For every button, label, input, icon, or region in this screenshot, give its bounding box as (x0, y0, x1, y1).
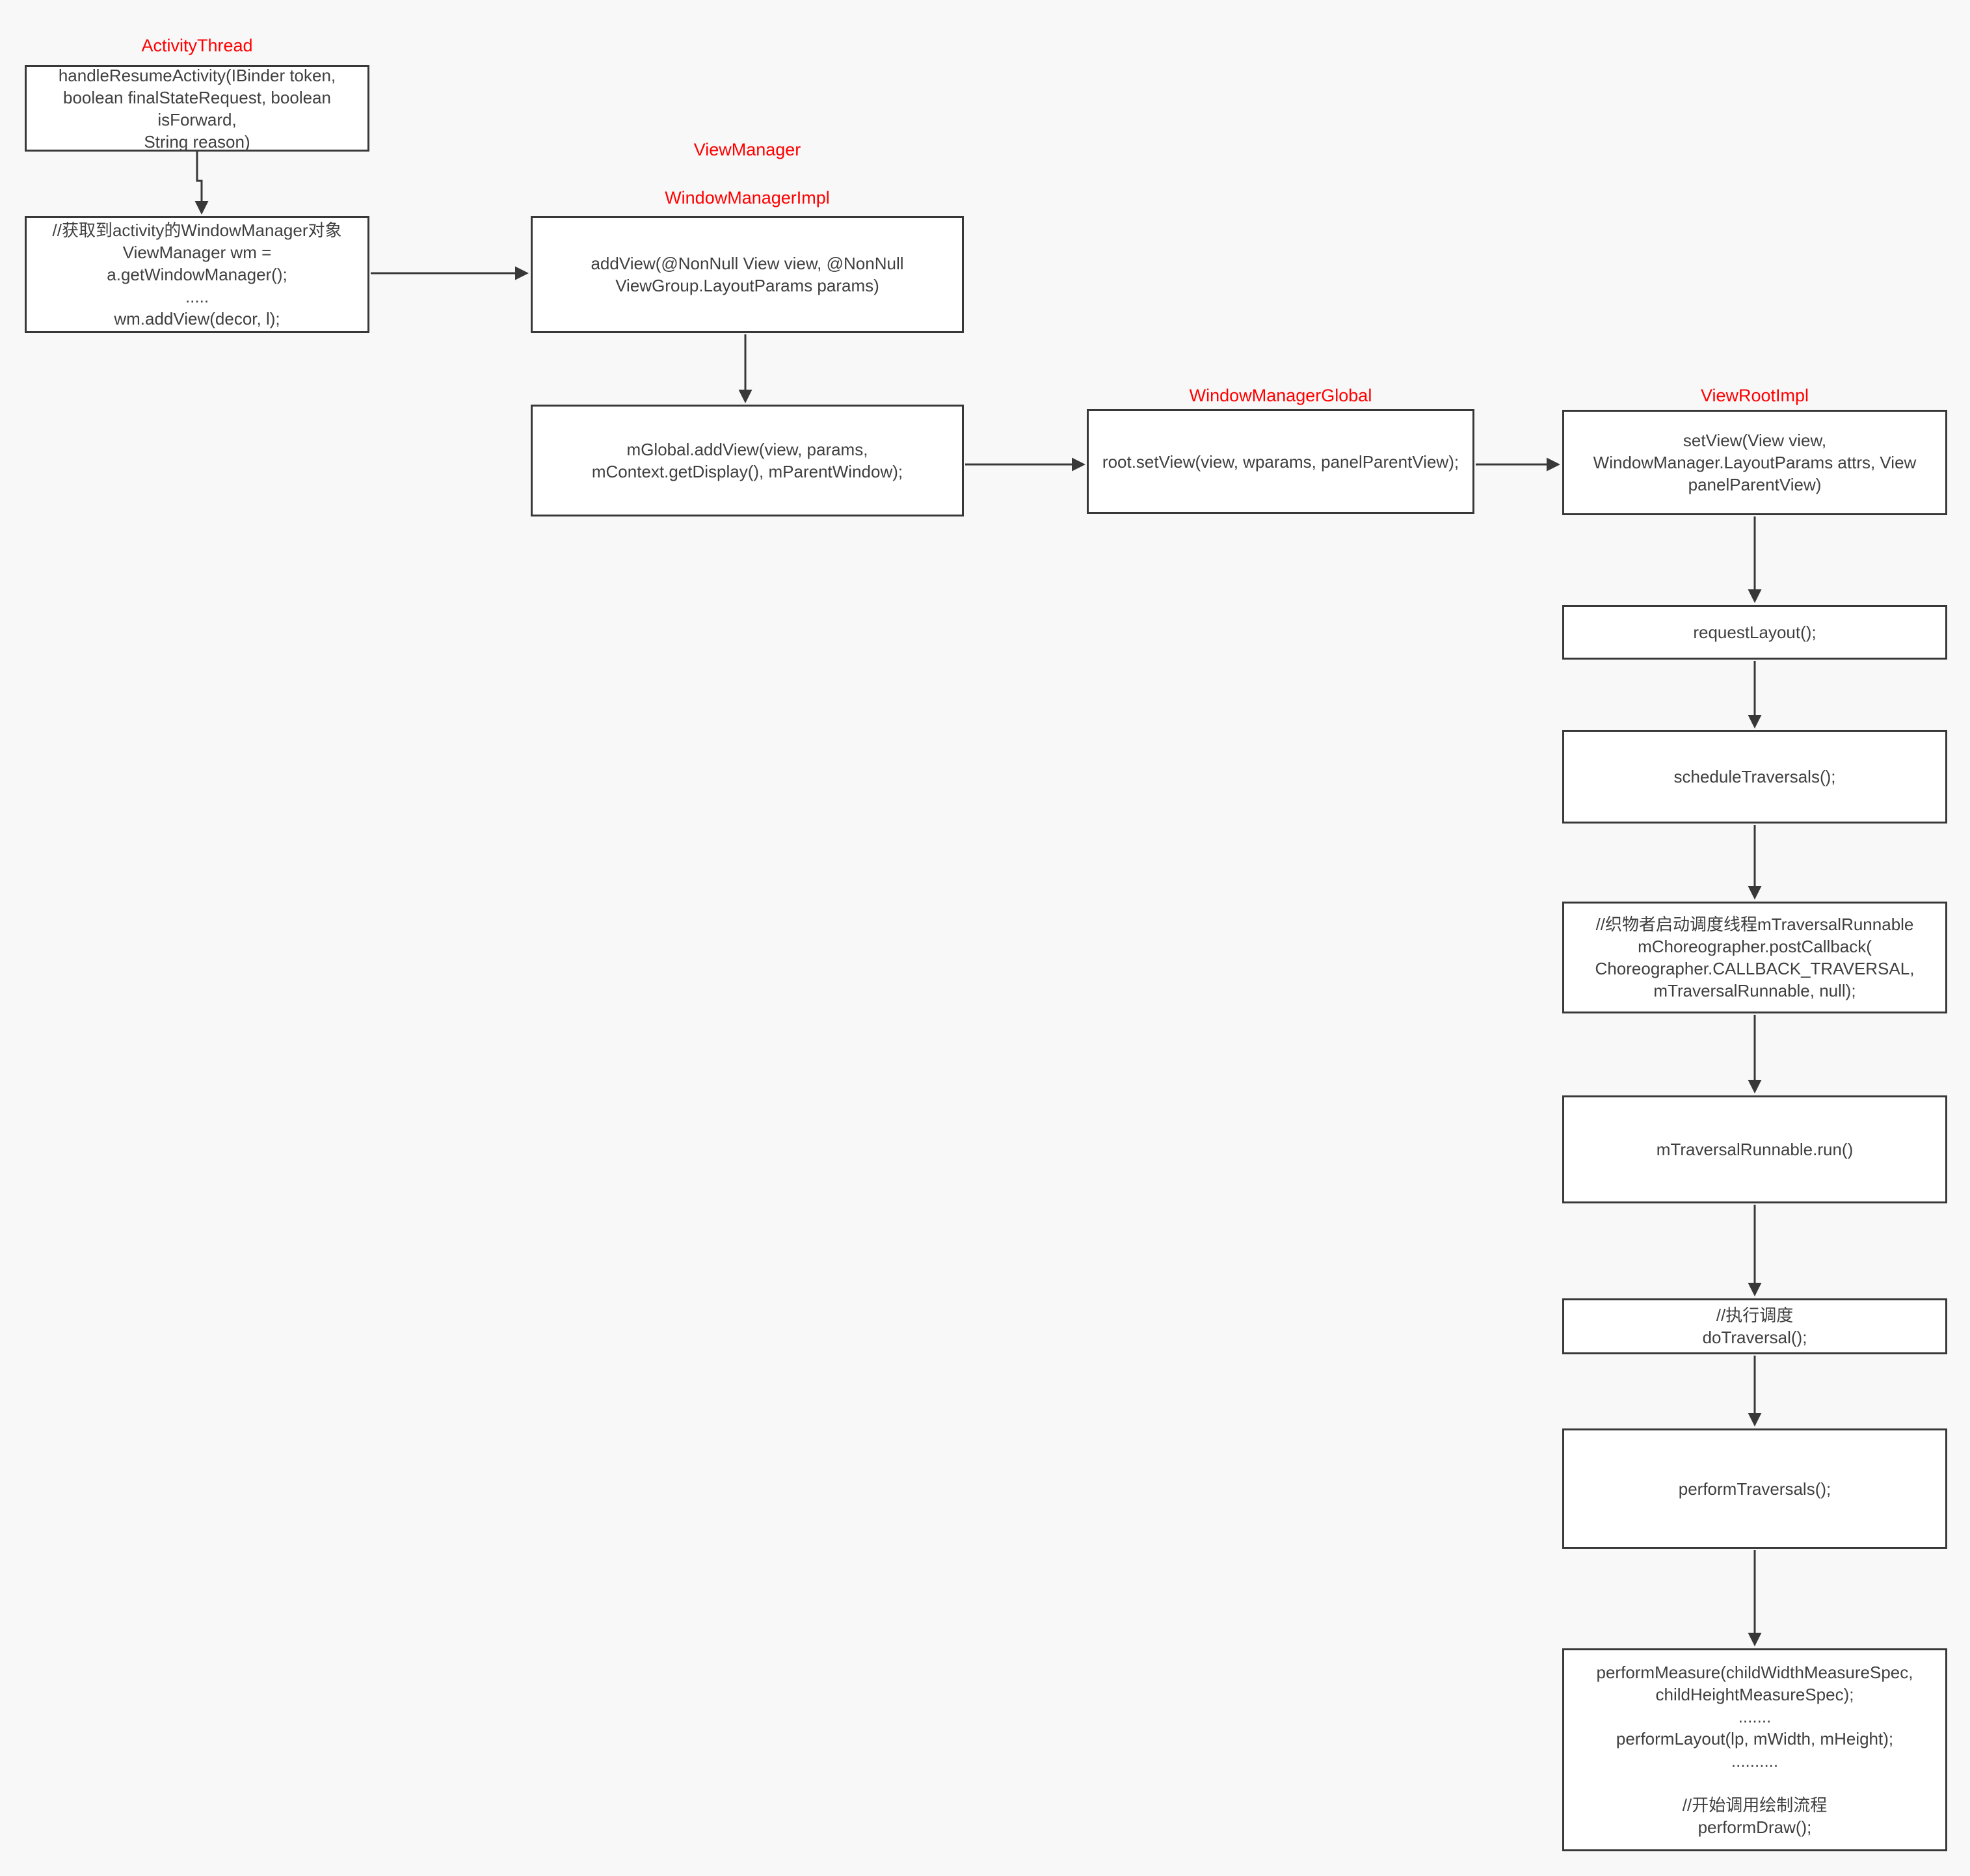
node-do-traversal: //执行调度 doTraversal(); (1562, 1298, 1947, 1354)
node-choreographer-post-callback: //织物者启动调度线程mTraversalRunnable mChoreogra… (1562, 902, 1947, 1013)
node-perform-traversals: performTraversals(); (1562, 1428, 1947, 1549)
node-set-view: setView(View view, WindowManager.LayoutP… (1562, 410, 1947, 515)
class-label-activity-thread: ActivityThread (141, 36, 253, 55)
node-traversal-runnable-run: mTraversalRunnable.run() (1562, 1095, 1947, 1203)
node-mglobal-add-view: mGlobal.addView(view, params, mContext.g… (531, 405, 964, 516)
node-handle-resume-activity: handleResumeActivity(IBinder token, bool… (25, 65, 369, 152)
class-label-view-manager: ViewManager (693, 140, 801, 159)
node-request-layout: requestLayout(); (1562, 605, 1947, 660)
class-label-window-manager-impl: WindowManagerImpl (665, 188, 830, 208)
arrow-handle-resume-to-get-window-manager (194, 152, 209, 215)
node-root-set-view: root.setView(view, wparams, panelParentV… (1087, 409, 1474, 514)
node-perform-measure-layout-draw: performMeasure(childWidthMeasureSpec, ch… (1562, 1648, 1947, 1851)
node-schedule-traversals: scheduleTraversals(); (1562, 730, 1947, 824)
class-label-view-root-impl: ViewRootImpl (1700, 386, 1809, 405)
class-label-window-manager-global: WindowManagerGlobal (1189, 386, 1372, 405)
node-get-window-manager: //获取到activity的WindowManager对象 ViewManage… (25, 216, 369, 333)
node-add-view: addView(@NonNull View view, @NonNull Vie… (531, 216, 964, 333)
